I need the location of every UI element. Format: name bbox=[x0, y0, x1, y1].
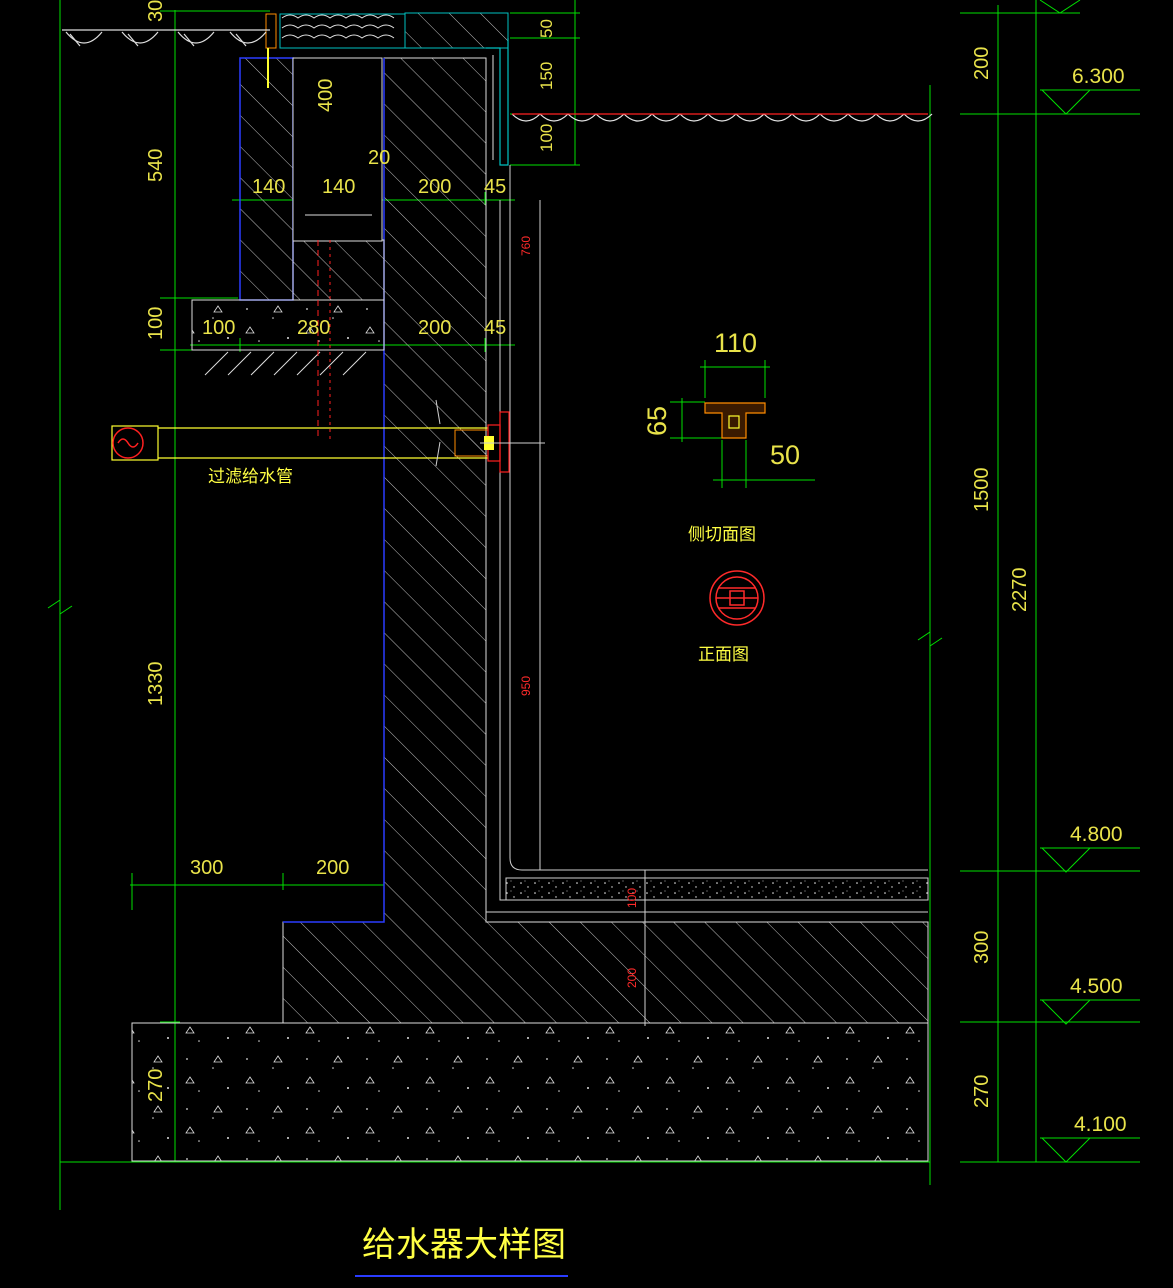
drawing-title: 给水器大样图 bbox=[362, 1225, 566, 1265]
gutter-bottom bbox=[292, 239, 385, 301]
left-dimension-labels: 30 540 100 1330 270 300 200 bbox=[145, 0, 349, 1102]
dim-270-right: 270 bbox=[971, 1075, 993, 1108]
top-dimension-labels: 140 140 200 45 400 20 100 280 200 45 50 … bbox=[202, 19, 556, 339]
level-labels: 6.300 4.800 4.500 4.100 bbox=[1070, 65, 1127, 1136]
pipe-label: 过滤给水管 bbox=[208, 467, 293, 487]
right-dimension-labels: 200 1500 2270 300 270 bbox=[971, 47, 1031, 1108]
ground-symbol bbox=[62, 29, 270, 47]
dim-30: 30 bbox=[145, 0, 167, 22]
red-dimension-labels: 760 950 100 200 bbox=[519, 236, 639, 988]
level-markers bbox=[1039, 0, 1091, 1163]
dim-400: 400 bbox=[315, 79, 337, 112]
dim-1500: 1500 bbox=[971, 468, 993, 513]
dim-110: 110 bbox=[714, 328, 757, 358]
dim-760: 760 bbox=[519, 236, 533, 256]
dim-65: 65 bbox=[642, 406, 672, 436]
level-4500: 4.500 bbox=[1070, 975, 1123, 998]
dim-200-a: 200 bbox=[418, 176, 451, 198]
dim-200-b: 200 bbox=[418, 317, 451, 339]
dim-200-bottom: 200 bbox=[316, 857, 349, 879]
dim-540: 540 bbox=[145, 149, 167, 182]
dim-200-red: 200 bbox=[625, 968, 639, 988]
dim-200-right: 200 bbox=[971, 47, 993, 80]
base-slab bbox=[131, 1022, 929, 1162]
dim-45-b: 45 bbox=[484, 317, 506, 339]
level-6300: 6.300 bbox=[1072, 65, 1125, 88]
dim-45-a: 45 bbox=[484, 176, 506, 198]
dim-270-left: 270 bbox=[145, 1069, 167, 1102]
gutter-left-wall bbox=[239, 57, 294, 301]
detail-dimension-labels: 110 65 50 bbox=[642, 328, 800, 470]
earth-hatch bbox=[192, 349, 384, 376]
dim-140-a: 140 bbox=[252, 176, 285, 198]
dim-950: 950 bbox=[519, 676, 533, 696]
dim-100-pad: 100 bbox=[202, 317, 235, 339]
level-4800: 4.800 bbox=[1070, 823, 1123, 846]
gutter-channel bbox=[292, 57, 383, 242]
front-view-label: 正面图 bbox=[698, 645, 749, 665]
side-section-label: 侧切面图 bbox=[688, 525, 756, 545]
front-view-drain-icon bbox=[709, 570, 765, 626]
concrete-pad bbox=[191, 299, 385, 351]
dim-140-b: 140 bbox=[322, 176, 355, 198]
dim-300-right: 300 bbox=[971, 931, 993, 964]
dim-100-top: 100 bbox=[537, 124, 556, 152]
dim-100-left: 100 bbox=[145, 307, 167, 340]
top-grating bbox=[265, 12, 509, 166]
dim-280: 280 bbox=[297, 317, 330, 339]
dim-1330: 1330 bbox=[145, 662, 167, 707]
dim-300-bottom: 300 bbox=[190, 857, 223, 879]
filter-water-pipe bbox=[111, 399, 545, 473]
side-section-detail bbox=[670, 360, 815, 488]
dim-100-red: 100 bbox=[625, 888, 639, 908]
water-surface bbox=[511, 113, 933, 122]
level-4100: 4.100 bbox=[1074, 1113, 1127, 1136]
dim-2270: 2270 bbox=[1009, 568, 1031, 613]
dim-50-detail: 50 bbox=[770, 440, 800, 470]
dim-50-top: 50 bbox=[537, 19, 556, 38]
dim-20: 20 bbox=[368, 147, 390, 169]
dim-150-top: 150 bbox=[537, 62, 556, 90]
pool-liner bbox=[509, 165, 928, 871]
pool-floor-screed bbox=[505, 877, 929, 901]
